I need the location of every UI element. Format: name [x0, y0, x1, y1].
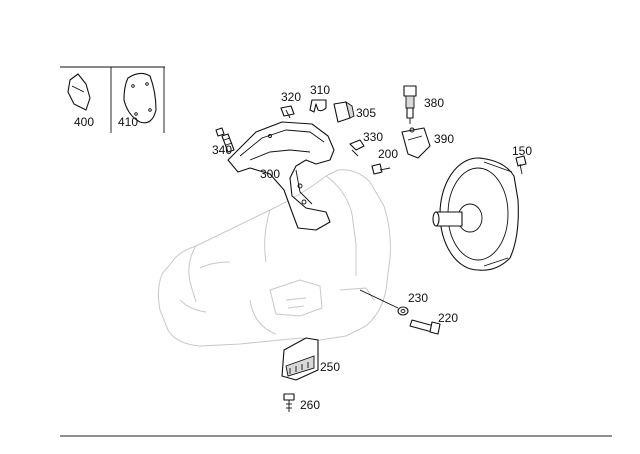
callout-390[interactable]: 390	[434, 132, 454, 146]
bolt-260[interactable]	[283, 393, 295, 412]
callout-400[interactable]: 400	[74, 115, 94, 129]
clip-330[interactable]	[349, 139, 365, 157]
washer-230[interactable]	[397, 306, 409, 316]
leader-line-230	[359, 289, 399, 309]
bolt-220[interactable]	[409, 319, 441, 335]
bolt-320[interactable]	[280, 105, 295, 119]
bracket-250[interactable]	[281, 337, 319, 381]
cover-plate-410[interactable]	[123, 72, 157, 124]
bracket-390[interactable]	[401, 127, 431, 159]
bolt-200[interactable]	[371, 163, 391, 175]
bolt-340[interactable]	[215, 127, 235, 153]
callout-200[interactable]: 200	[378, 147, 398, 161]
callout-220[interactable]: 220	[438, 311, 458, 325]
inset-box	[60, 66, 165, 133]
callout-320[interactable]: 320	[281, 90, 301, 104]
sensor-380[interactable]	[403, 85, 417, 124]
clip-310[interactable]	[309, 99, 327, 113]
callout-410[interactable]: 410	[118, 115, 138, 129]
mount-305[interactable]	[333, 100, 355, 123]
callout-305[interactable]: 305	[356, 106, 376, 120]
callout-230[interactable]: 230	[408, 291, 428, 305]
callout-260[interactable]: 260	[300, 398, 320, 412]
callout-330[interactable]: 330	[363, 130, 383, 144]
callout-340[interactable]: 340	[212, 143, 232, 157]
bolt-150[interactable]	[515, 155, 527, 175]
callout-310[interactable]: 310	[310, 83, 330, 97]
cover-plate-400[interactable]	[67, 73, 91, 111]
callout-150[interactable]: 150	[512, 144, 532, 158]
torque-converter[interactable]	[432, 157, 519, 271]
callout-300[interactable]: 300	[260, 167, 280, 181]
callout-250[interactable]: 250	[320, 360, 340, 374]
bell-housing-cover-300[interactable]	[227, 121, 335, 231]
callout-380[interactable]: 380	[424, 96, 444, 110]
transmission-housing-outline	[157, 169, 391, 347]
